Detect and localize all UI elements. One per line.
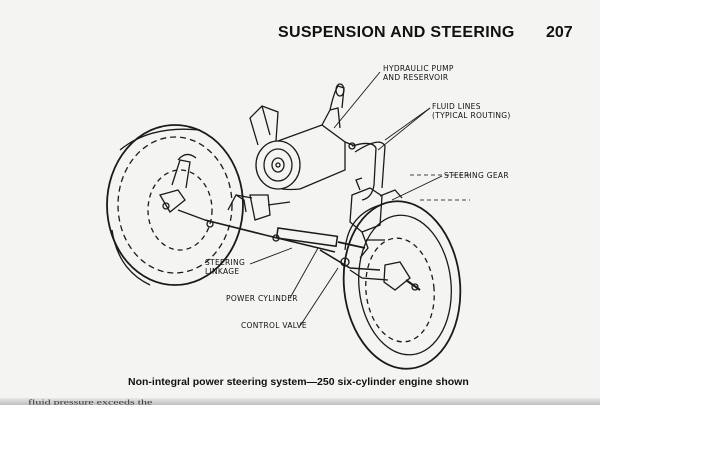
left-knuckle: [159, 153, 206, 221]
fluid-lines: [348, 141, 386, 201]
power-steering-diagram: [106, 71, 470, 370]
page-title: SUSPENSION AND STEERING: [278, 24, 515, 41]
callout-control-valve: CONTROL VALVE: [241, 321, 307, 330]
callout-hydraulic-pump: HYDRAULIC PUMP AND RESERVOIR: [383, 64, 454, 82]
callout-fluid-lines: FLUID LINES (TYPICAL ROUTING): [432, 102, 511, 120]
left-wheel: [106, 124, 244, 286]
figure-caption: Non-integral power steering system—250 s…: [128, 376, 469, 388]
manual-page: SUSPENSION AND STEERING 207: [0, 0, 600, 465]
callout-power-cylinder: POWER CYLINDER: [226, 294, 298, 303]
steering-gear: [349, 177, 403, 259]
callout-text: FLUID LINES: [432, 102, 481, 111]
callout-steering-linkage: STEERING LINKAGE: [205, 258, 245, 276]
page-bottom-blank: [0, 405, 600, 465]
steering-linkage: [204, 219, 389, 281]
callout-text: HYDRAULIC PUMP: [383, 64, 454, 73]
callout-text: (TYPICAL ROUTING): [432, 111, 511, 120]
frame: [227, 174, 470, 221]
page-number: 207: [546, 24, 573, 41]
hydraulic-pump: [249, 83, 356, 191]
right-knuckle: [383, 261, 421, 291]
callout-text: AND RESERVOIR: [383, 73, 449, 82]
callout-text: LINKAGE: [205, 267, 240, 276]
next-line-text: fluid pressure exceeds the: [28, 398, 153, 407]
callout-text: STEERING: [205, 258, 246, 267]
leader-lines: [249, 71, 443, 327]
callout-steering-gear: STEERING GEAR: [444, 171, 509, 180]
